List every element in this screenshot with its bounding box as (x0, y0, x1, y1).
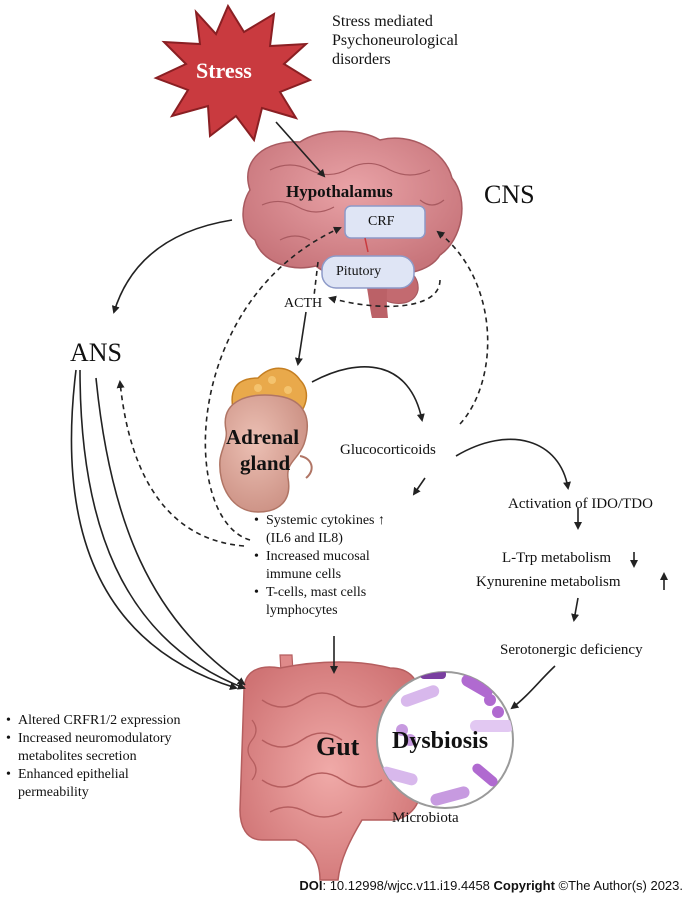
stress-label: Stress (196, 58, 252, 83)
serotonergic-label: Serotonergic deficiency (500, 642, 643, 658)
list-item: •Altered CRFR1/2 expression (6, 713, 181, 728)
copyright-label: Copyright (493, 878, 555, 893)
stress-caption: Stress mediated Psychoneurological disor… (332, 12, 458, 69)
adrenal-line2: gland (240, 451, 291, 475)
systemic-effects-list: •Systemic cytokines ↑(IL6 and IL8) •Incr… (254, 512, 385, 620)
dysbiosis-label: Dysbiosis (392, 728, 489, 754)
adrenal-kidney-illustration (219, 367, 313, 513)
gut-effects-list: •Altered CRFR1/2 expression •Increased n… (6, 712, 181, 802)
stress-burst-shape (153, 3, 313, 143)
gut-label: Gut (316, 732, 360, 761)
kynurenine-label: Kynurenine metabolism (476, 574, 621, 590)
acth-label: ACTH (284, 296, 323, 311)
stress-caption-line2: Psychoneurological (332, 32, 459, 49)
stress-caption-line1: Stress mediated (332, 13, 433, 30)
crf-label: CRF (368, 214, 395, 229)
doi-value: : 10.12998/wjcc.v11.i19.4458 (322, 878, 494, 893)
ido-tdo-label: Activation of IDO/TDO (508, 496, 653, 512)
ans-label: ANS (70, 338, 123, 367)
doi-label: DOI (299, 878, 323, 893)
adrenal-line1: Adrenal (226, 425, 300, 449)
dashed-arrows (116, 226, 489, 547)
microbiota-circle (376, 671, 514, 809)
brain-illustration (242, 130, 463, 318)
glucocorticoids-label: Glucocorticoids (340, 442, 436, 458)
list-item: •Systemic cytokines ↑(IL6 and IL8) (254, 513, 385, 546)
solid-arrows (70, 121, 582, 710)
copyright-value: ©The Author(s) 2023. (554, 878, 683, 893)
trend-arrows (630, 552, 668, 590)
ltrp-label: L-Trp metabolism (502, 550, 612, 566)
pitutory-label: Pitutory (336, 264, 382, 279)
adrenal-gland-label: Adrenal gland (226, 424, 299, 476)
doi-footer: DOI: 10.12998/wjcc.v11.i19.4458 Copyrigh… (299, 878, 683, 893)
hypothalamus-label: Hypothalamus (286, 182, 393, 201)
microbiota-label: Microbiota (392, 810, 459, 826)
stress-caption-line3: disorders (332, 51, 391, 68)
cns-label: CNS (484, 180, 535, 209)
